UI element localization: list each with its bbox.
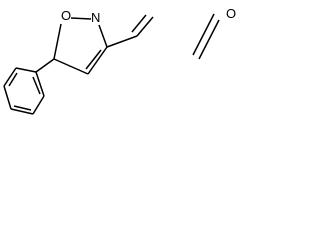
bond-c3-c4-inner [85,49,102,70]
bond-c4-c5 [53,58,89,75]
bond-aldehyde-carbonyl-second [131,14,147,33]
bond-aldehyde-carbonyl [136,16,154,37]
bond-c5-phenyl [35,58,55,73]
bond-ring-oxygen-c5 [53,23,62,60]
bond-phenyl-4-5 [10,108,34,115]
bond-c3-aldehyde-carbon [106,35,138,48]
bond-phenyl-inner-b [13,105,32,111]
aldehyde-oxygen-label: O [226,6,236,21]
bond-phenyl-inner-a [8,72,18,87]
bond-ring-c3-aldehyde-main [192,13,215,56]
bond-aldehyde-main-double [198,19,220,60]
chemical-structure-diagram: O N O [3,6,236,115]
bond-phenyl-inner-c [32,76,41,95]
bond-phenyl-3-4 [3,85,12,110]
bond-phenyl-6-1 [35,71,45,97]
ring-nitrogen-label: N [91,10,100,25]
bond-phenyl-5-6 [32,95,45,115]
bond-ring-oxygen-nitrogen [70,17,92,20]
ring-oxygen-label: O [61,8,71,23]
bond-phenyl-2-3 [3,67,17,87]
bond-c3-c4 [87,46,108,75]
bond-nitrogen-c3 [98,24,108,48]
bond-phenyl-1-2 [15,67,37,73]
